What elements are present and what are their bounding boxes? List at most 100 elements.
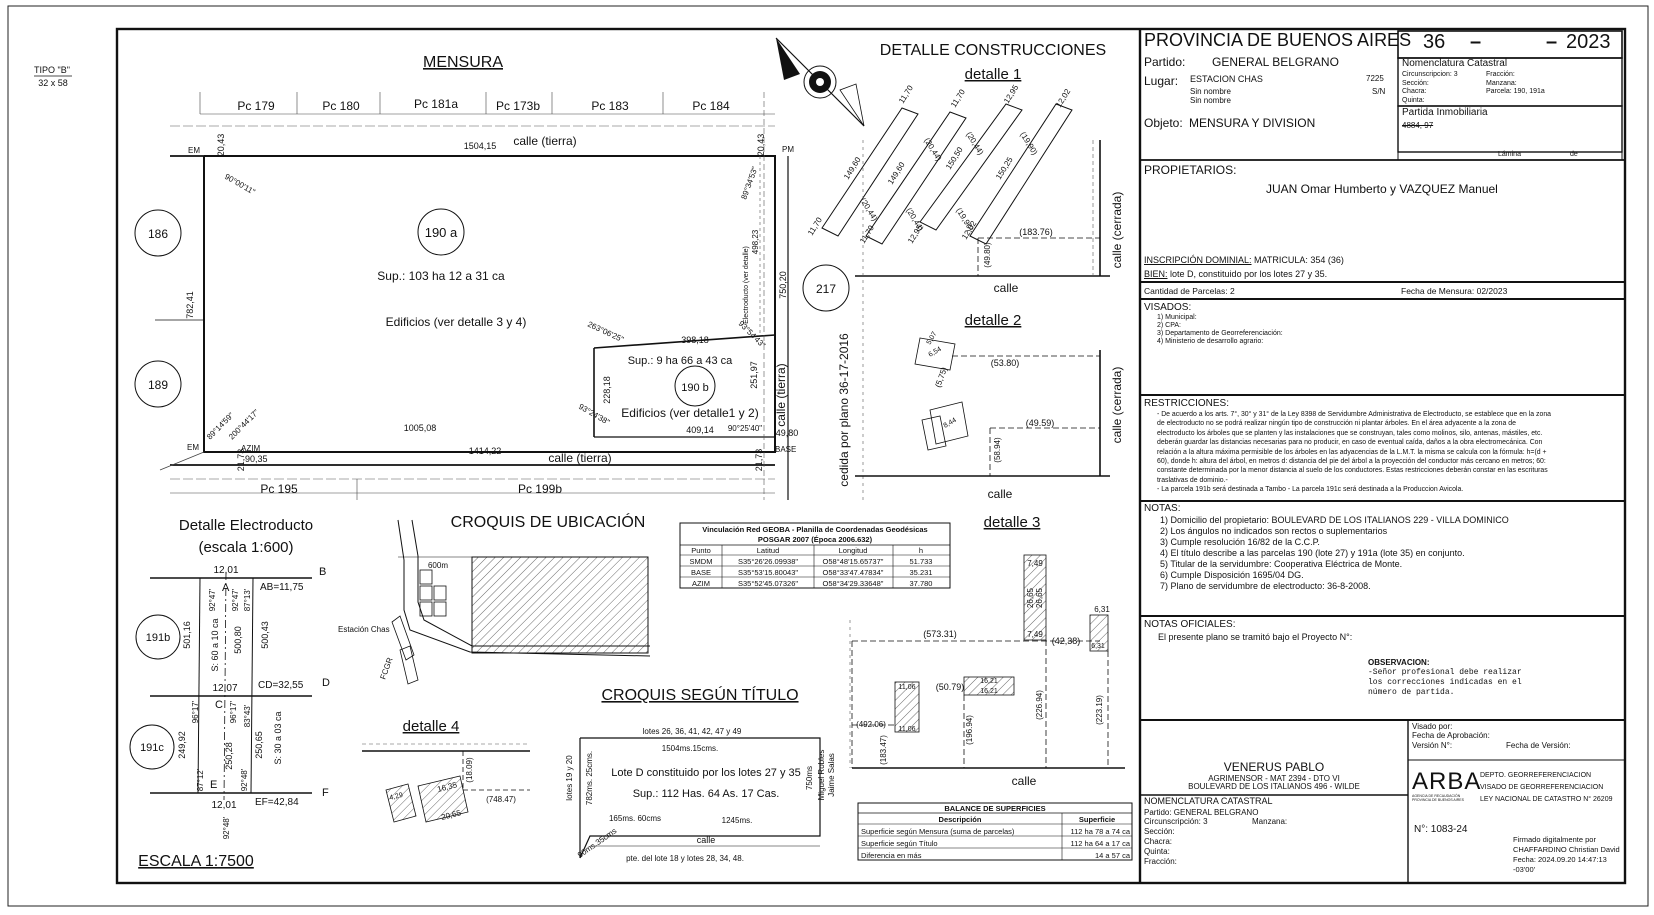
geoba-header-h: h (919, 546, 923, 555)
dim-21-73-left: 21,73 (236, 449, 246, 472)
svg-text:11,06: 11,06 (899, 684, 916, 691)
svg-text:96°17': 96°17' (191, 700, 200, 723)
parcel-190b-circle (674, 365, 716, 407)
svg-text:500,43: 500,43 (260, 621, 270, 649)
svg-text:11,06: 11,06 (899, 726, 916, 733)
neighbor-189-circle (134, 360, 182, 408)
nota-item: 7) Plano de servidumbre de electroducto:… (1160, 581, 1371, 591)
nomen-quinta: Quinta: (1402, 96, 1425, 104)
detalle-3-title: detalle 3 (984, 514, 1041, 531)
geoba-cell: 35.231 (910, 568, 933, 577)
svg-text:12,02: 12,02 (1054, 87, 1073, 109)
restriccion-line: - La parcela 191b será destinada a Tambo… (1157, 486, 1464, 494)
svg-text:EF=42,84: EF=42,84 (255, 797, 299, 808)
angle-263: 263°06'25" (586, 320, 625, 345)
parcel-190a-boundary (203, 155, 776, 453)
plan-number-dash-1: – (1470, 31, 1482, 53)
dim-398: 398,18 (681, 335, 709, 345)
parcel-190b-sup: Sup.: 9 ha 66 a 43 ca (628, 355, 733, 367)
detalle-3-dim-183: (183.47) (879, 735, 888, 765)
svg-text:26,65: 26,65 (1026, 587, 1035, 608)
parcel-191c-label: 191c (140, 742, 164, 754)
restriccion-line: relación a la altura máxima permisible d… (1157, 448, 1547, 456)
observacion-line: número de partida. (1368, 688, 1455, 697)
nomen-parcela: Parcela: 190, 191a (1486, 88, 1545, 95)
nc-manzana: Manzana: (1252, 817, 1288, 826)
plan-number-dash-2: – (1546, 31, 1558, 53)
detalle-2-building-3 (921, 415, 947, 451)
detalle-2-calle: calle (988, 487, 1013, 501)
titulo-dim-165: 165ms. 60cms (609, 814, 661, 823)
fecha-aprobacion: Fecha de Aprobación: (1412, 731, 1490, 740)
dim-1504: 1504,15 (464, 141, 497, 151)
electroducto-axis (223, 571, 227, 801)
azim-label: AZIM (241, 444, 260, 453)
balance-cell: 14 a 57 ca (1095, 851, 1131, 860)
base-label: BASE (775, 445, 796, 454)
arba-subtitle: AGENCIA DE RECAUDACIÓN PROVINCIA DE BUEN… (1412, 794, 1464, 802)
svg-text:11,70: 11,70 (949, 87, 967, 109)
lamina-de: de (1570, 151, 1578, 158)
geoba-title-1: Vinculación Red GEOBA - Planilla de Coor… (702, 525, 927, 534)
nomen-manzana: Manzana: (1486, 79, 1517, 87)
objeto-label: Objeto: (1144, 116, 1183, 130)
croquis-fcgr: FCGR (378, 656, 394, 681)
svg-text:150,25: 150,25 (994, 155, 1015, 181)
svg-text:501,16: 501,16 (182, 621, 192, 649)
bien-value: lote D, constituido por los lotes 27 y 3… (1170, 269, 1328, 279)
detalle-construcciones-title: DETALLE CONSTRUCCIONES (880, 42, 1106, 59)
angle-200-44-17: 200°44'17" (227, 408, 261, 442)
detalle-2-dim-5-75: (5,75) (933, 366, 949, 389)
inscripcion-row: INSCRIPCIÓN DOMINIAL: MATRICULA: 354 (36… (1144, 255, 1344, 265)
detalle-2-title: detalle 2 (965, 312, 1022, 329)
dim-750: 750,20 (778, 271, 788, 299)
neighbor-217-label: 217 (816, 282, 836, 296)
detalle-1-buildings: 149,60 149,60 150,50 150,25 11,70 11,70 … (806, 83, 1073, 245)
svg-text:F: F (322, 787, 329, 799)
restriccion-line: de electroducto no se podrá realizar nin… (1157, 420, 1516, 428)
detalle-2-building-1 (914, 337, 956, 371)
propietarios-label: PROPIETARIOS: (1144, 163, 1237, 177)
svg-text:250,65: 250,65 (254, 731, 264, 759)
croquis-rail-2 (399, 645, 419, 685)
dim-498: 498,23 (751, 229, 760, 254)
observacion-line: -Señor profesional debe realizar (1368, 668, 1522, 677)
inscripcion-value: MATRICULA: 354 (36) (1254, 255, 1344, 265)
geoba-cell: BASE (691, 568, 711, 577)
svg-text:12,01: 12,01 (213, 565, 238, 576)
restricciones-text: - De acuerdo a los arts. 7°, 30° y 31° d… (1157, 410, 1623, 495)
detalle-3-dim-226: (226.94) (1035, 690, 1044, 720)
svg-text:12,07: 12,07 (212, 683, 237, 694)
croquis-ubicacion: CROQUIS DE UBICACIÓN 600m Estación Chas … (338, 512, 651, 685)
detalle-4-dim-748: (748.47) (486, 795, 516, 804)
electroducto-area-2: S: 30 a 03 ca (273, 711, 283, 764)
azim-line (159, 451, 205, 471)
detalle-3-dim-573: (573.31) (923, 629, 957, 639)
svg-text:150,50: 150,50 (944, 145, 965, 171)
objeto-value: MENSURA Y DIVISION (1189, 116, 1316, 130)
notas-label: NOTAS: (1144, 503, 1181, 514)
restriccion-line: - De acuerdo a los arts. 7°, 30° y 31° d… (1157, 411, 1551, 418)
balance-cell: 112 ha 78 a 74 ca (1071, 827, 1131, 836)
electroducto-area-1: S: 60 a 10 ca (210, 618, 220, 671)
geoba-table: Vinculación Red GEOBA - Planilla de Coor… (679, 522, 951, 589)
svg-text:26,65: 26,65 (1035, 587, 1044, 608)
lugar-sn: S/N (1372, 87, 1386, 96)
detalle-4-building-2 (385, 783, 417, 823)
detalle-3-dim-223: (223.19) (1095, 695, 1104, 725)
dim-1414: 1414,22 (469, 446, 502, 456)
titulo-jaime: Jaime Salas (827, 753, 836, 797)
parcel-191b-circle (135, 614, 181, 660)
observacion-label: OBSERVACION: (1368, 658, 1430, 667)
geoba-cell: S35°53'15.80043" (738, 568, 798, 577)
svg-text:(20,44): (20,44) (964, 130, 985, 157)
svg-text:92°48': 92°48' (222, 816, 231, 839)
detalle-1-title: detalle 1 (965, 66, 1022, 83)
balance-title: BALANCE DE SUPERFICIES (944, 804, 1045, 813)
parcel-label-183: Pc 183 (591, 99, 629, 113)
croquis-dist: 600m (428, 561, 448, 570)
inscripcion-label: INSCRIPCIÓN DOMINIAL: (1144, 255, 1252, 265)
nomen-seccion: Sección: (1402, 79, 1429, 87)
dim-49-80: 49,80 (776, 428, 799, 438)
svg-text:C: C (215, 699, 223, 711)
